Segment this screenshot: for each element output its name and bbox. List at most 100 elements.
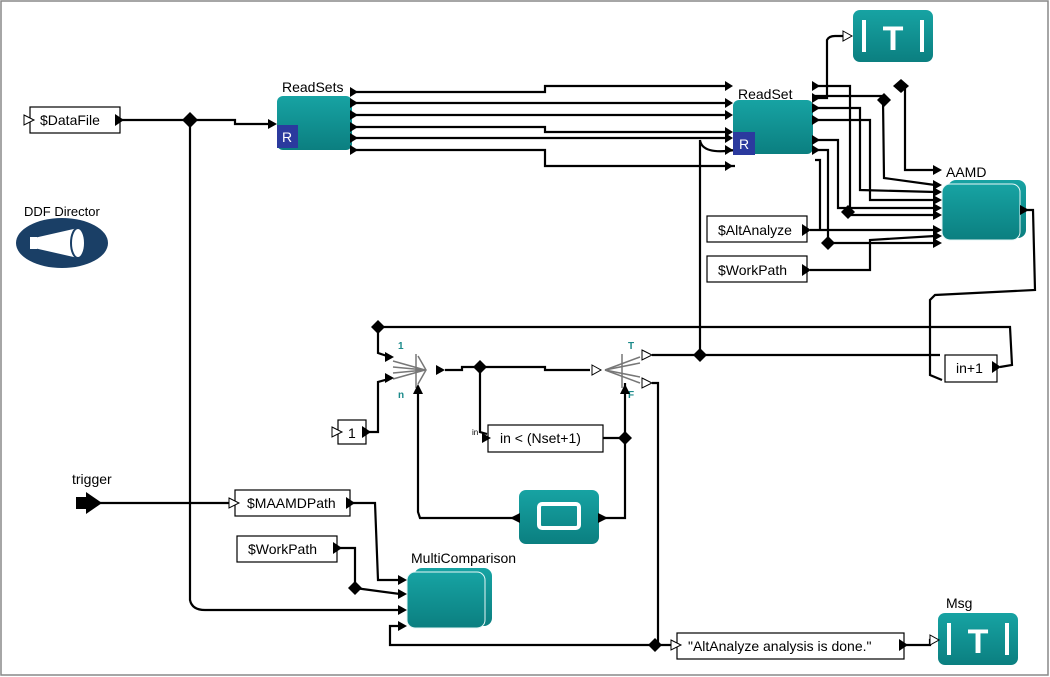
bool-input-port (591, 364, 603, 376)
wire-readset-aamd-6 (815, 148, 935, 245)
display-top-glyph: T (883, 20, 904, 58)
msg-body (938, 613, 1018, 665)
director-label: DDF Director (24, 204, 101, 219)
relation-diamond (348, 581, 362, 595)
trigger-port[interactable]: trigger (72, 471, 112, 514)
readsets-input-port (268, 119, 277, 129)
readset-label: ReadSet (738, 86, 793, 102)
switch-input-port-top (385, 352, 394, 362)
boolean-switch[interactable]: T F (591, 341, 654, 401)
relation-diamond (473, 360, 487, 374)
increment-expression[interactable]: in+1 (944, 354, 1001, 383)
wire-readsets-readset-1 (352, 84, 727, 94)
bool-false-port (641, 377, 654, 389)
monitor-icon (537, 502, 581, 530)
bool-false-label: F (628, 390, 634, 401)
condition-expression[interactable]: in in < (Nset+1) (472, 424, 604, 453)
multiplexer-switch[interactable]: 1 n (385, 341, 445, 401)
monitor-input-port (598, 513, 608, 523)
output-port-icon (992, 361, 1001, 373)
display-top[interactable]: T (842, 10, 933, 62)
relation-diamond (841, 205, 855, 219)
wire-message-multicomparison (388, 624, 655, 647)
readset-input-ports (725, 81, 733, 171)
altanalyze-label: $AltAnalyze (718, 222, 792, 238)
input-port-icon (482, 433, 491, 443)
relation-diamond (893, 79, 909, 93)
wire-aamd-output (928, 208, 1037, 382)
switch-control-port (413, 384, 423, 394)
msg-display[interactable]: Msg T (929, 595, 1018, 665)
wire-maamdpath-multicomparison (352, 501, 400, 582)
wire-readset-aamd-4 (815, 118, 935, 202)
multicomparison-actor[interactable]: MultiComparison (398, 550, 516, 631)
wire-readsets-readset-6 (352, 148, 735, 168)
aamd-actor[interactable]: AAMD (933, 164, 1029, 248)
ddf-director[interactable]: DDF Director (16, 204, 108, 268)
msg-input-port (929, 634, 941, 646)
trigger-arrow-icon (76, 492, 102, 514)
output-port-icon (333, 542, 342, 554)
relations (182, 79, 909, 652)
aamd-output-port (1020, 205, 1029, 215)
message-string[interactable]: "AltAnalyze analysis is done." (670, 632, 908, 660)
wire-readset-aamd-5 (815, 138, 935, 210)
aamd-input-ports (933, 165, 942, 248)
switch-output-port (436, 365, 445, 375)
switch-bottom-label: n (398, 390, 404, 401)
aamd-label: AAMD (946, 164, 986, 180)
bool-true-label: T (628, 341, 634, 352)
maamdpath-param[interactable]: $MAAMDPath (228, 489, 355, 517)
aamd-body (941, 183, 1021, 241)
relation-diamond (648, 638, 662, 652)
msg-bar-left (947, 623, 951, 655)
readsets-actor[interactable]: ReadSets R (268, 79, 358, 155)
workpath-bottom-label: $WorkPath (248, 541, 317, 557)
const-one-label: 1 (348, 425, 356, 441)
bool-control-port (620, 384, 630, 394)
wire-readset-aamd-3 (815, 106, 936, 194)
readsets-label: ReadSets (282, 79, 343, 95)
bool-switch-lines (604, 354, 641, 388)
relation-diamond (693, 348, 707, 362)
wires (100, 34, 1037, 647)
const-one[interactable]: 1 (331, 419, 371, 445)
relation-diamond (618, 431, 632, 445)
trigger-label: trigger (72, 471, 112, 487)
wire-readset-aamd-1 (815, 84, 935, 217)
condition-port-label: in (472, 428, 478, 437)
display-top-input-port (842, 30, 854, 42)
relation-diamond (877, 93, 891, 107)
display-top-bar-right (920, 20, 924, 52)
msg-label: Msg (946, 595, 972, 611)
readsets-badge (277, 125, 298, 148)
increment-expression-label: in+1 (956, 360, 983, 376)
workpath-top-label: $WorkPath (718, 262, 787, 278)
wire-false-message (652, 381, 675, 647)
wire-to-monitor (600, 438, 627, 520)
readsets-output-ports (350, 87, 358, 155)
wire-workpath-multicomparison (338, 546, 401, 596)
wire-monitor-feedback (416, 392, 517, 520)
relation-diamond (821, 236, 835, 250)
datafile-param[interactable]: $DataFile (23, 106, 124, 134)
altanalyze-param[interactable]: $AltAnalyze (706, 215, 811, 243)
wire-readset-display (815, 34, 850, 100)
multicomparison-label: MultiComparison (411, 550, 516, 566)
workpath-param-top[interactable]: $WorkPath (706, 255, 811, 283)
workpath-param-bottom[interactable]: $WorkPath (236, 535, 342, 563)
wire-to-expression (478, 367, 488, 436)
output-port-icon (899, 639, 908, 651)
wire-readset-aamd-7 (815, 158, 822, 230)
wire-const-switch (368, 376, 393, 434)
msg-bar-right (1005, 623, 1009, 655)
output-port-icon (346, 497, 355, 509)
megaphone-icon (30, 227, 86, 259)
condition-expression-label: in < (Nset+1) (500, 430, 581, 446)
switch-input-port-bottom (385, 373, 394, 383)
readset-actor[interactable]: ReadSet R (725, 81, 820, 171)
monitor-actor[interactable] (510, 490, 608, 544)
wire-true-readset (652, 139, 736, 357)
